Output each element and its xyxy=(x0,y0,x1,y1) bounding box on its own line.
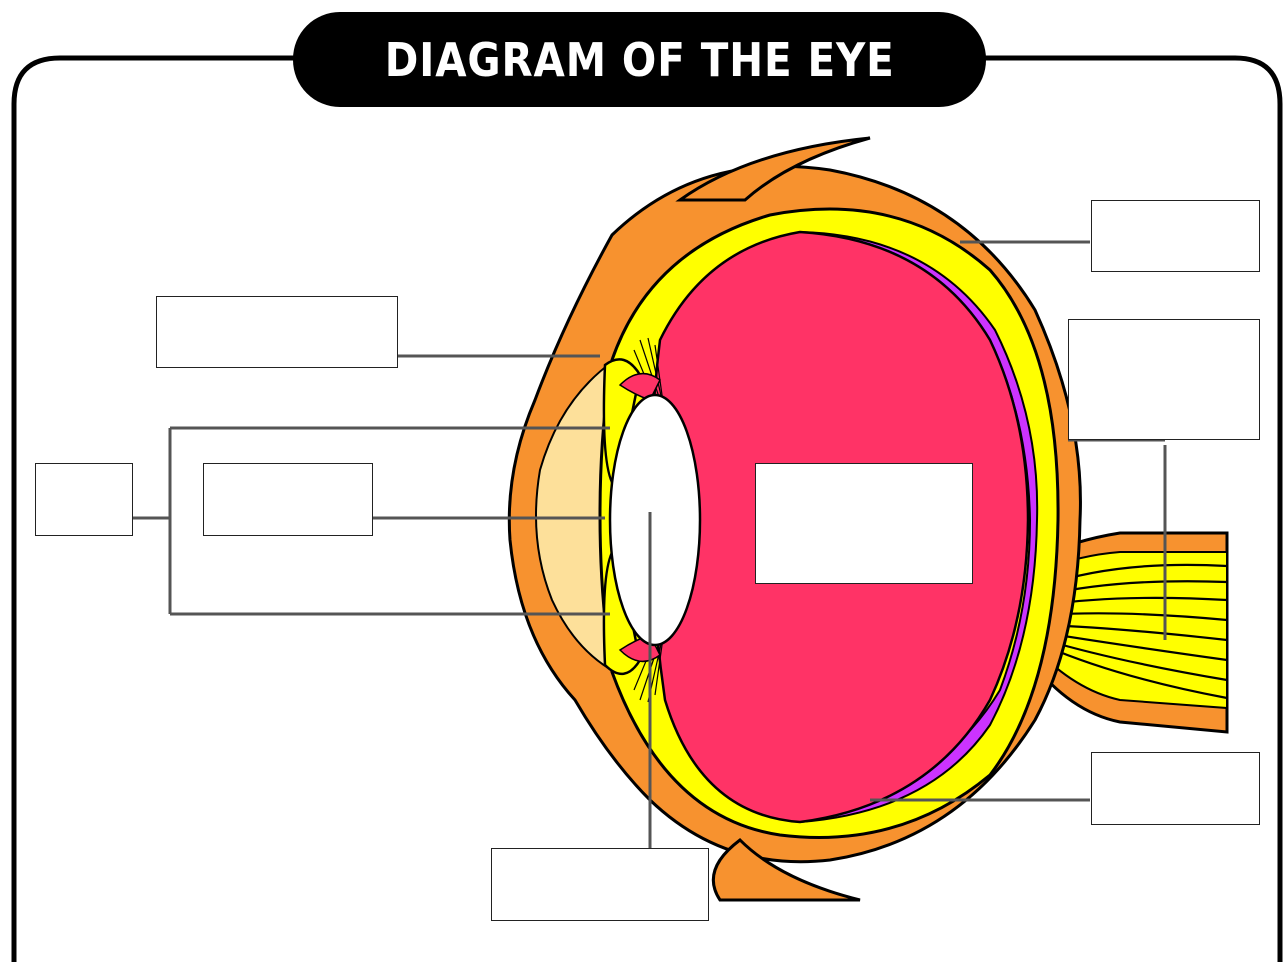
label-box-center[interactable] xyxy=(755,463,973,584)
label-box-upper-left[interactable] xyxy=(156,296,398,368)
lens xyxy=(610,395,700,645)
label-box-middle-left[interactable] xyxy=(203,463,373,536)
title-banner: DIAGRAM OF THE EYE xyxy=(293,12,986,107)
label-box-top-right[interactable] xyxy=(1091,200,1260,272)
label-box-lower-right[interactable] xyxy=(1091,752,1260,825)
label-box-small-left[interactable] xyxy=(35,463,133,536)
diagram-title: DIAGRAM OF THE EYE xyxy=(385,33,895,87)
label-box-bottom[interactable] xyxy=(491,848,709,921)
label-box-right-tall[interactable] xyxy=(1068,319,1260,440)
